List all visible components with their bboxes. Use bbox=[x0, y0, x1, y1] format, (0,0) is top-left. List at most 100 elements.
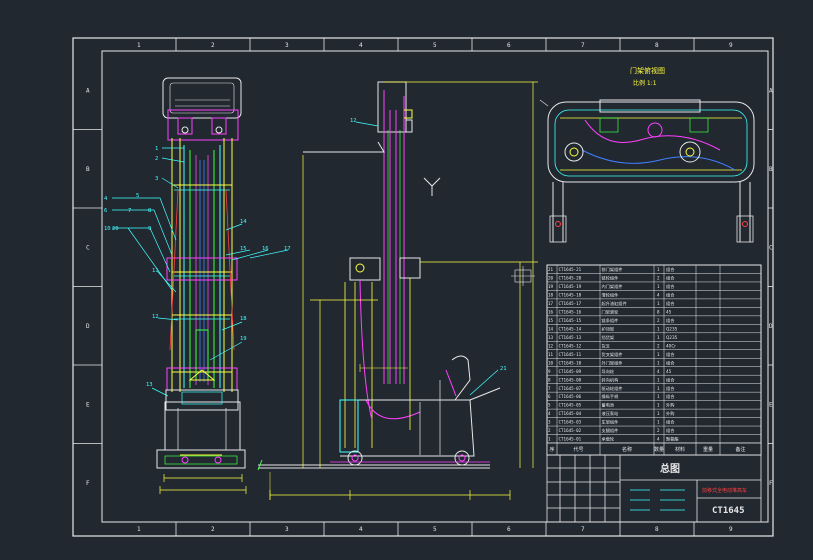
bom-cell-name: 操纵手柄 bbox=[602, 393, 619, 400]
detail-view bbox=[539, 99, 755, 243]
frame-row-label-left: F bbox=[86, 480, 90, 487]
bom-cell-no: 20 bbox=[548, 276, 554, 281]
bom-cell-qty: 1 bbox=[657, 335, 660, 340]
callout-number: 20 bbox=[112, 226, 119, 232]
bom-cell-no: 18 bbox=[548, 293, 554, 298]
bom-cell-name: 链轮组件 bbox=[602, 275, 619, 282]
bom-cell-name: 滑轮组件 bbox=[602, 292, 619, 299]
bom-cell-no: 16 bbox=[548, 309, 554, 314]
bom-cell-code: CT1645-16 bbox=[559, 309, 582, 314]
bom-cell-qty: 2 bbox=[657, 276, 660, 281]
bom-cell-material: 组合 bbox=[666, 393, 675, 400]
bom-cell-name: 液压泵站 bbox=[602, 410, 619, 417]
frame-col-label-top: 8 bbox=[655, 42, 659, 49]
frame-col-label-bottom: 4 bbox=[359, 526, 363, 533]
frame-row-label-left: B bbox=[86, 166, 90, 173]
callout-number: 9 bbox=[148, 226, 151, 232]
bom-cell-no: 21 bbox=[548, 267, 554, 272]
side-view-leaders bbox=[355, 121, 499, 396]
frame-col-label-top: 6 bbox=[507, 42, 511, 49]
bom-cell-code: CT1645-06 bbox=[559, 394, 582, 399]
bom-cell-qty: 1 bbox=[657, 267, 660, 272]
bom-header-cell: 备注 bbox=[735, 446, 745, 453]
callout-number: 6 bbox=[104, 208, 107, 214]
bom-cell-qty: 8 bbox=[657, 309, 660, 314]
bom-cell-material: 组合 bbox=[666, 376, 675, 383]
frame-col-label-top: 3 bbox=[285, 42, 289, 49]
bom-cell-code: CT1645-10 bbox=[559, 360, 582, 365]
frame-row-label-left: C bbox=[86, 244, 90, 251]
bom-cell-qty: 1 bbox=[657, 386, 660, 391]
bom-cell-code: CT1645-15 bbox=[559, 318, 582, 323]
bom-cell-no: 10 bbox=[548, 360, 554, 365]
bom-table-header: 序代号名称数量材料重量备注 bbox=[546, 442, 762, 456]
bom-header-cell: 序 bbox=[549, 446, 554, 453]
frame-col-label-top: 7 bbox=[581, 42, 585, 49]
bom-cell-code: CT1645-13 bbox=[559, 335, 582, 340]
bom-cell-material: 组合 bbox=[666, 419, 675, 426]
bom-cell-code: CT1645-18 bbox=[559, 293, 582, 298]
bom-cell-material: 聚氨酯 bbox=[666, 436, 679, 443]
bom-cell-material: 组合 bbox=[666, 385, 675, 392]
bom-cell-code: CT1645-04 bbox=[559, 411, 582, 416]
bom-cell-material: 外购 bbox=[666, 402, 674, 409]
bom-cell-qty: 2 bbox=[657, 318, 660, 323]
frame-zone-ticks bbox=[73, 38, 773, 536]
bom-cell-qty: 1 bbox=[657, 394, 660, 399]
bom-cell-no: 8 bbox=[548, 377, 551, 382]
callout-number: 8 bbox=[148, 208, 151, 214]
frame-col-label-bottom: 7 bbox=[581, 526, 585, 533]
bom-cell-material: 40Cr bbox=[666, 343, 676, 348]
bom-cell-material: 组合 bbox=[666, 351, 675, 358]
bom-cell-material: 组合 bbox=[666, 427, 675, 434]
frame-row-label-left: A bbox=[86, 87, 90, 94]
bom-cell-material: Q235 bbox=[666, 335, 678, 340]
bom-cell-qty: 1 bbox=[657, 301, 660, 306]
frame-row-label-left: E bbox=[86, 401, 90, 408]
bom-cell-material: 45 bbox=[666, 309, 672, 314]
bom-cell-material: 组合 bbox=[666, 266, 675, 273]
frame-col-label-top: 5 bbox=[433, 42, 437, 49]
frame-col-label-bottom: 1 bbox=[137, 526, 141, 533]
frame-row-label-right: C bbox=[769, 244, 773, 251]
callout-number: 10 bbox=[104, 226, 111, 232]
callout-number: 15 bbox=[240, 246, 247, 252]
bom-cell-material: 组合 bbox=[666, 300, 675, 307]
callout-number: 2 bbox=[155, 156, 158, 162]
bom-cell-name: 承载轮 bbox=[602, 436, 615, 443]
frame-col-label-top: 9 bbox=[729, 42, 733, 49]
frame-col-label-bottom: 9 bbox=[729, 526, 733, 533]
bom-cell-code: CT1645-09 bbox=[559, 369, 582, 374]
bom-cell-name: 转向机构 bbox=[602, 376, 619, 383]
bom-header-cell: 数量 bbox=[654, 446, 664, 453]
bom-header-cell: 材料 bbox=[675, 446, 685, 453]
callout-number: 21 bbox=[500, 366, 507, 372]
bom-cell-no: 17 bbox=[548, 301, 554, 306]
bom-cell-code: CT1645-12 bbox=[559, 343, 582, 348]
bom-cell-name: 护顶架 bbox=[602, 325, 615, 332]
bom-cell-material: 组合 bbox=[666, 292, 675, 299]
bom-cell-qty: 4 bbox=[657, 369, 660, 374]
frame-col-label-top: 1 bbox=[137, 42, 141, 49]
frame-row-label-right: F bbox=[769, 480, 773, 487]
callout-number: 4 bbox=[104, 196, 108, 202]
bom-cell-code: CT1645-14 bbox=[559, 326, 582, 331]
bom-cell-qty: 1 bbox=[657, 284, 660, 289]
bom-cell-no: 13 bbox=[548, 335, 554, 340]
